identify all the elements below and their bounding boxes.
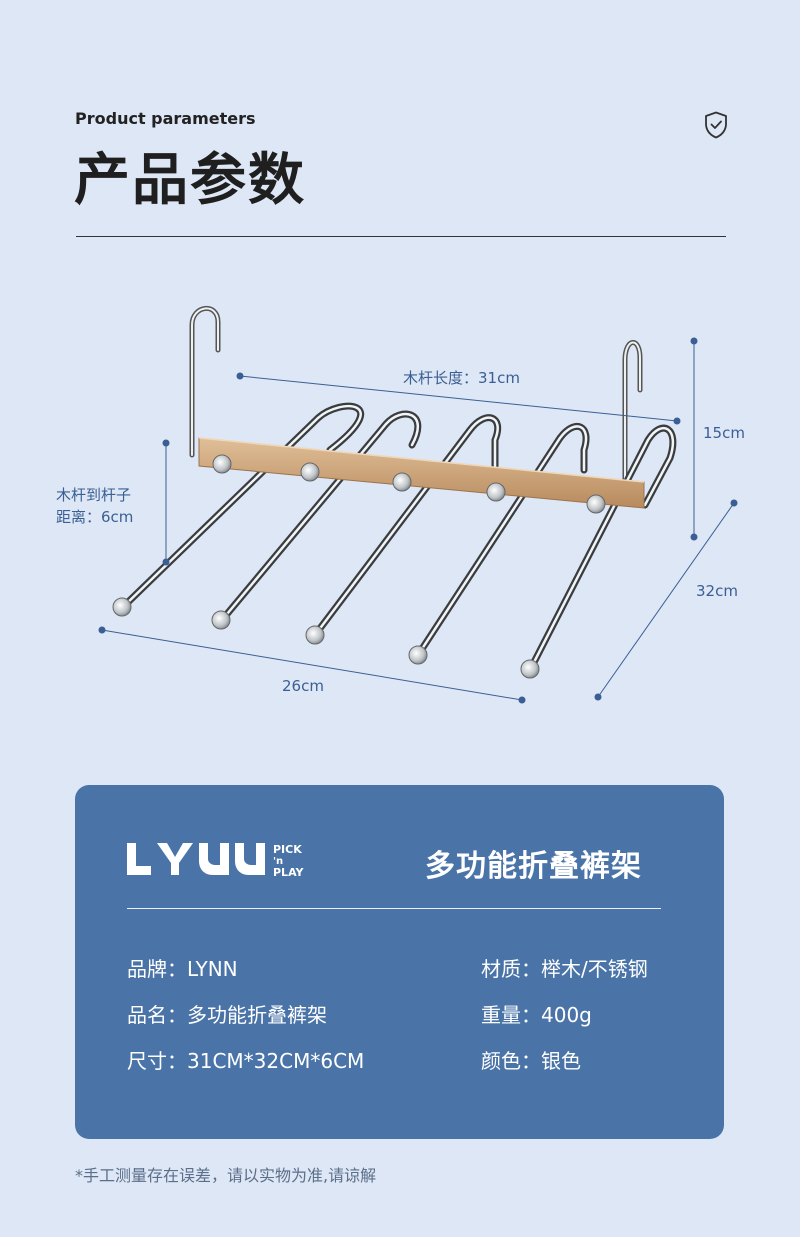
- depth-label: 32cm: [696, 582, 738, 600]
- width-label: 26cm: [282, 677, 324, 695]
- shield-check-icon: [705, 111, 727, 139]
- right-hook: [622, 340, 643, 503]
- pants-hanger-illustration: [98, 305, 738, 704]
- bar-caps: [212, 454, 606, 514]
- rod-length-label: 木杆长度：31cm: [403, 369, 520, 387]
- product-name: 多功能折叠裤架: [425, 849, 642, 884]
- spec-color: 颜色：银色: [481, 1049, 581, 1073]
- section-subtitle: Product parameters: [75, 109, 256, 128]
- svg-text:PLAY: PLAY: [273, 866, 305, 879]
- height-label: 15cm: [703, 424, 745, 442]
- spec-weight: 重量：400g: [481, 1003, 592, 1027]
- hanger-rods: [118, 402, 677, 674]
- measurement-footnote: *手工测量存在误差，请以实物为准,请谅解: [75, 1166, 377, 1185]
- rod-distance-label-2: 距离：6cm: [56, 508, 134, 526]
- svg-text:'n: 'n: [273, 856, 283, 867]
- left-hook: [189, 305, 221, 458]
- page-title: 产品参数: [74, 148, 306, 213]
- spec-brand: 品牌：LYNN: [127, 957, 238, 981]
- rod-distance-label-1: 木杆到杆子: [56, 486, 132, 504]
- spec-name: 品名：多功能折叠裤架: [127, 1003, 327, 1027]
- svg-text:PICK: PICK: [273, 843, 302, 856]
- spec-material: 材质：榉木/不锈钢: [481, 957, 648, 981]
- rod-end-caps: [112, 597, 540, 679]
- card-divider: [127, 908, 661, 909]
- dimension-lines: [98, 337, 738, 704]
- spec-size: 尺寸：31CM*32CM*6CM: [127, 1049, 365, 1073]
- product-info-card: PICK 'n PLAY 多功能折叠裤架 品牌：LYNN 材质：榉木/不锈钢 品…: [75, 785, 724, 1139]
- title-divider: [76, 236, 726, 237]
- lynn-logo: PICK 'n PLAY: [127, 843, 305, 879]
